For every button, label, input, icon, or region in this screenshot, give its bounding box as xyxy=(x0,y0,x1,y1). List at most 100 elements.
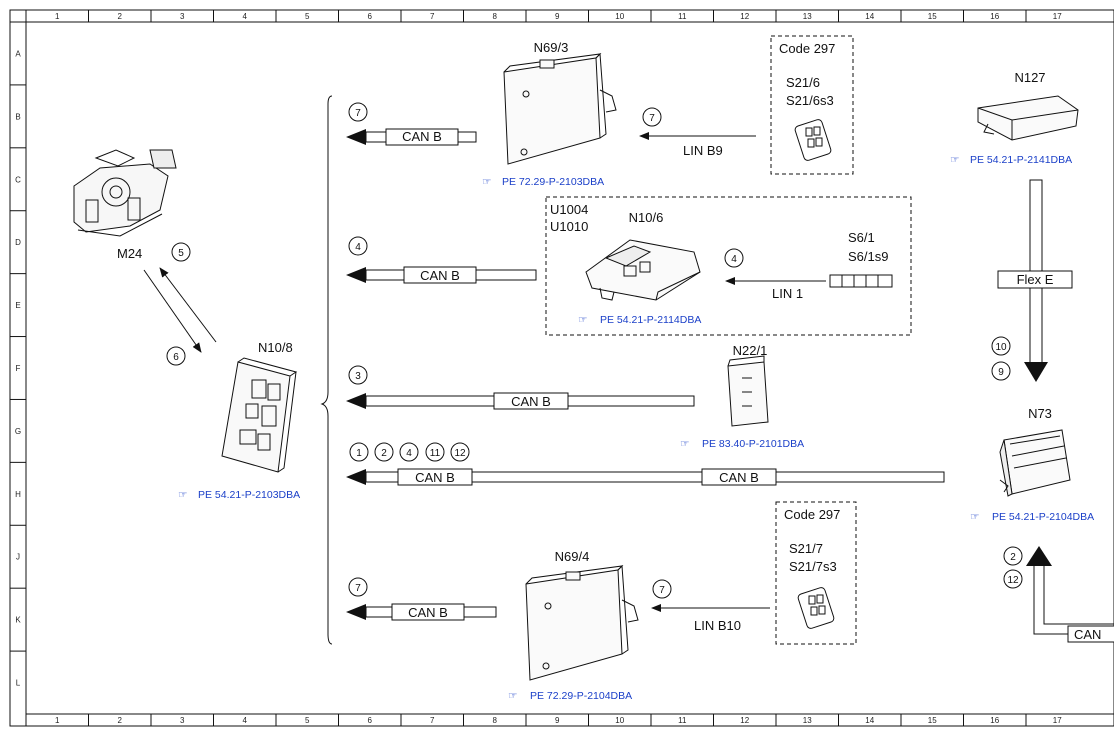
n10-8-ref[interactable]: ☞ PE 54.21-P-2103DBA xyxy=(178,489,300,501)
grid-column-label: 3 xyxy=(180,716,185,725)
svg-text:CAN B: CAN B xyxy=(408,605,448,620)
svg-text:6: 6 xyxy=(173,352,179,363)
svg-text:☞: ☞ xyxy=(970,511,979,523)
svg-text:☞: ☞ xyxy=(578,314,587,326)
grid-row-label: F xyxy=(16,364,21,373)
svg-text:1: 1 xyxy=(356,448,362,459)
grid-column-label: 5 xyxy=(305,12,310,21)
svg-text:S21/7s3: S21/7s3 xyxy=(789,559,837,574)
marker-m24-down: 6 xyxy=(166,346,186,366)
grid-column-label: 17 xyxy=(1053,12,1062,21)
svg-text:9: 9 xyxy=(998,367,1004,378)
grid-row-label: H xyxy=(15,490,21,499)
svg-text:Flex E: Flex E xyxy=(1017,272,1054,287)
grid-column-label: 10 xyxy=(615,716,624,725)
svg-text:12: 12 xyxy=(1007,575,1019,586)
grid-column-label: 14 xyxy=(865,12,874,21)
svg-text:LIN 1: LIN 1 xyxy=(772,286,803,301)
grid-column-label: 1 xyxy=(55,12,60,21)
n10-6-module xyxy=(585,239,701,301)
marker-m24-up: 5 xyxy=(171,242,191,262)
svg-text:Code 297: Code 297 xyxy=(779,41,835,56)
grid-column-label: 5 xyxy=(305,716,310,725)
marker-row-k: 7 xyxy=(348,577,368,597)
svg-text:S21/6s3: S21/6s3 xyxy=(786,93,834,108)
grid-column-label: 2 xyxy=(118,12,123,21)
grid-column-label: 15 xyxy=(928,12,937,21)
svg-text:7: 7 xyxy=(659,585,665,596)
n73-incoming-can: CAN 2 12 xyxy=(1003,546,1114,643)
svg-text:12: 12 xyxy=(454,448,466,459)
n127-ref[interactable]: ☞ PE 54.21-P-2141DBA xyxy=(950,154,1072,166)
svg-text:PE 54.21-P-2114DBA: PE 54.21-P-2114DBA xyxy=(600,314,701,326)
n22-1-ref[interactable]: ☞ PE 83.40-P-2101DBA xyxy=(680,438,804,450)
grid-row-label: E xyxy=(15,301,20,310)
grid-column-label: 6 xyxy=(368,716,373,725)
n73-label: N73 xyxy=(1028,406,1052,421)
svg-text:☞: ☞ xyxy=(482,176,491,188)
svg-text:S6/1s9: S6/1s9 xyxy=(848,249,888,264)
n10-6-ref[interactable]: ☞ PE 54.21-P-2114DBA xyxy=(578,314,701,326)
n69-3-ref[interactable]: ☞ PE 72.29-P-2103DBA xyxy=(482,176,604,188)
n69-4-label: N69/4 xyxy=(555,549,590,564)
can-b-line-row-b: CAN B xyxy=(346,128,477,146)
grid-row-label: J xyxy=(16,553,20,562)
marker-row-f: 3 xyxy=(348,365,368,385)
svg-text:5: 5 xyxy=(178,248,184,259)
grid-row-label: L xyxy=(16,679,21,688)
drawing-frame: 1122334455667788991010111112121313141415… xyxy=(9,9,1114,727)
svg-text:PE 72.29-P-2103DBA: PE 72.29-P-2103DBA xyxy=(502,176,604,188)
m24-label: M24 xyxy=(117,246,142,261)
grid-column-label: 10 xyxy=(615,12,624,21)
marker-row-d: 4 xyxy=(348,236,368,256)
svg-text:LIN B9: LIN B9 xyxy=(683,143,723,158)
svg-text:☞: ☞ xyxy=(950,154,959,166)
grid-column-label: 7 xyxy=(430,12,435,21)
svg-text:7: 7 xyxy=(355,108,361,119)
code-box-lower: Code 297 S21/7 S21/7s3 xyxy=(775,501,857,645)
svg-text:Code 297: Code 297 xyxy=(784,507,840,522)
bus-brace xyxy=(320,95,333,645)
n22-1-module xyxy=(727,355,769,427)
svg-text:PE 54.21-P-2103DBA: PE 54.21-P-2103DBA xyxy=(198,489,300,501)
lin-1-arrow: 4 LIN 1 xyxy=(724,248,826,301)
lin-b10-arrow: 7 LIN B10 xyxy=(651,579,770,633)
svg-text:U1004: U1004 xyxy=(550,202,588,217)
can-b-line-row-d: CAN B xyxy=(346,266,537,284)
flex-e-line: Flex E 10 9 xyxy=(991,179,1073,382)
grid-row-label: D xyxy=(15,238,21,247)
svg-text:☞: ☞ xyxy=(680,438,689,450)
m24-link-arrows xyxy=(143,267,217,353)
grid-column-label: 11 xyxy=(678,12,687,21)
svg-text:4: 4 xyxy=(406,448,412,459)
n10-6-label: N10/6 xyxy=(629,210,664,225)
can-b-line-row-h: CAN B CAN B xyxy=(346,468,945,486)
grid-column-label: 13 xyxy=(803,716,812,725)
grid-column-label: 3 xyxy=(180,12,185,21)
n73-ref[interactable]: ☞ PE 54.21-P-2104DBA xyxy=(970,511,1094,523)
svg-text:CAN B: CAN B xyxy=(719,470,759,485)
svg-text:S6/1: S6/1 xyxy=(848,230,875,245)
key-switch-icon xyxy=(797,587,835,629)
svg-text:CAN: CAN xyxy=(1074,627,1101,642)
n127-label: N127 xyxy=(1014,70,1045,85)
svg-text:CAN B: CAN B xyxy=(402,129,442,144)
n10-6-box: U1004 U1010 N10/6 ☞ PE 54.21-P-2114DBA 4… xyxy=(545,196,912,336)
n69-4-module xyxy=(525,564,639,681)
svg-text:☞: ☞ xyxy=(508,690,517,702)
n69-4-ref[interactable]: ☞ PE 72.29-P-2104DBA xyxy=(508,690,632,702)
key-switch-icon xyxy=(794,119,832,161)
svg-text:7: 7 xyxy=(355,583,361,594)
svg-text:10: 10 xyxy=(995,342,1007,353)
svg-text:CAN B: CAN B xyxy=(415,470,455,485)
can-b-line-row-k: CAN B xyxy=(346,603,497,621)
svg-text:4: 4 xyxy=(731,254,737,265)
grid-column-label: 8 xyxy=(493,716,498,725)
grid-column-label: 2 xyxy=(118,716,123,725)
svg-text:PE 83.40-P-2101DBA: PE 83.40-P-2101DBA xyxy=(702,438,804,450)
n69-3-module xyxy=(503,52,617,165)
code-box-upper: Code 297 S21/6 S21/6s3 xyxy=(770,35,854,175)
svg-text:☞: ☞ xyxy=(178,489,187,501)
grid-row-label: B xyxy=(15,112,20,121)
